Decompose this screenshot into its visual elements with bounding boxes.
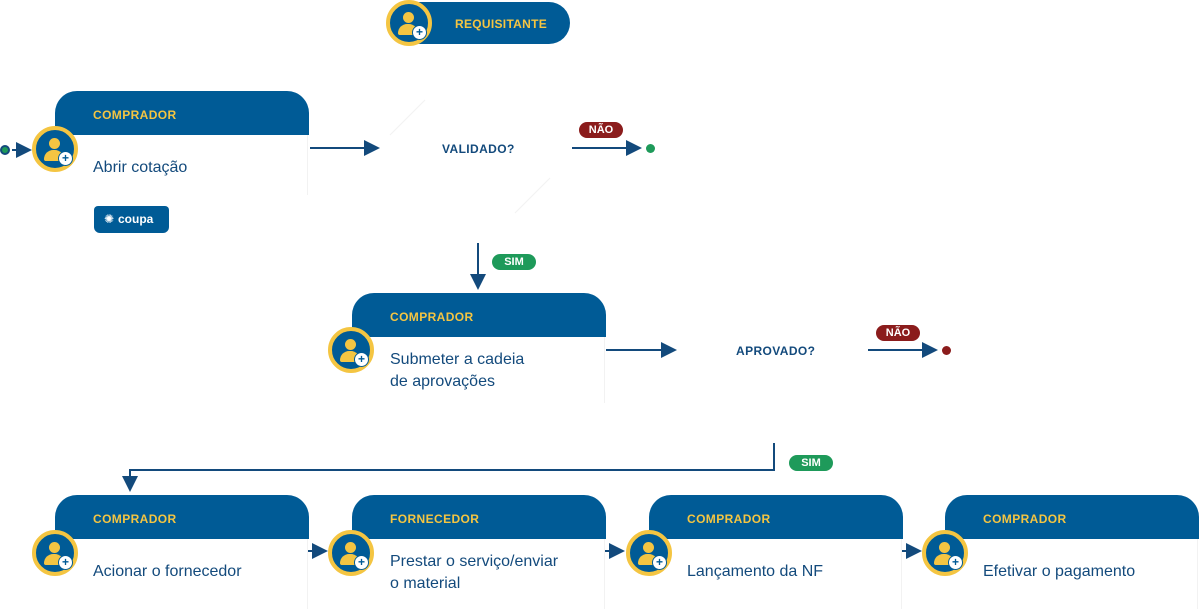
step-header: COMPRADOR [352,293,606,337]
step-role: COMPRADOR [983,512,1067,526]
step-title: Efetivar o pagamento [983,563,1136,580]
step-title-line2: de aprovações [390,373,495,390]
step-body: Efetivar o pagamento [945,539,1198,609]
step-body: Abrir cotação [55,135,308,195]
step-title: Submeter a cadeia [390,351,525,368]
decision-validado: VALIDADO? [442,142,515,156]
decision-aprovado: APROVADO? [736,344,816,358]
no-badge: NÃO [876,325,920,341]
step-header: COMPRADOR [55,91,309,135]
person-icon: + [328,530,374,576]
person-icon: + [32,530,78,576]
step-title: Lançamento da NF [687,563,824,580]
step-role: COMPRADOR [687,512,771,526]
yes-badge: SIM [789,455,833,471]
step-role: COMPRADOR [93,108,177,122]
step-header: COMPRADOR [945,495,1199,539]
step-role: FORNECEDOR [390,512,480,526]
step-header: COMPRADOR [55,495,309,539]
coupa-logo-icon: ✺ coupa [94,206,169,233]
step-header: COMPRADOR [649,495,903,539]
start-node [0,145,10,155]
step-body: Lançamento da NF [649,539,902,609]
person-icon: + [32,126,78,172]
person-icon: + [328,327,374,373]
person-icon: + [386,0,432,46]
step-role: COMPRADOR [390,310,474,324]
step-title: Acionar o fornecedor [93,563,242,580]
step-body: Prestar o serviço/enviar o material [352,539,605,609]
yes-badge: SIM [492,254,536,270]
step-title-line2: o material [390,575,461,592]
end-node-rejected [942,346,951,355]
step-title: Abrir cotação [93,159,188,176]
person-icon: + [922,530,968,576]
person-icon: + [626,530,672,576]
step-role: COMPRADOR [93,512,177,526]
step-title: Prestar o serviço/enviar [390,553,559,570]
requester-label: REQUISITANTE [455,17,548,31]
step-body: Acionar o fornecedor [55,539,308,609]
step-header: FORNECEDOR [352,495,606,539]
no-badge: NÃO [579,122,623,138]
end-node-rejected [646,144,655,153]
tool-name: coupa [118,212,154,226]
step-body: Submeter a cadeia de aprovações [352,337,605,403]
